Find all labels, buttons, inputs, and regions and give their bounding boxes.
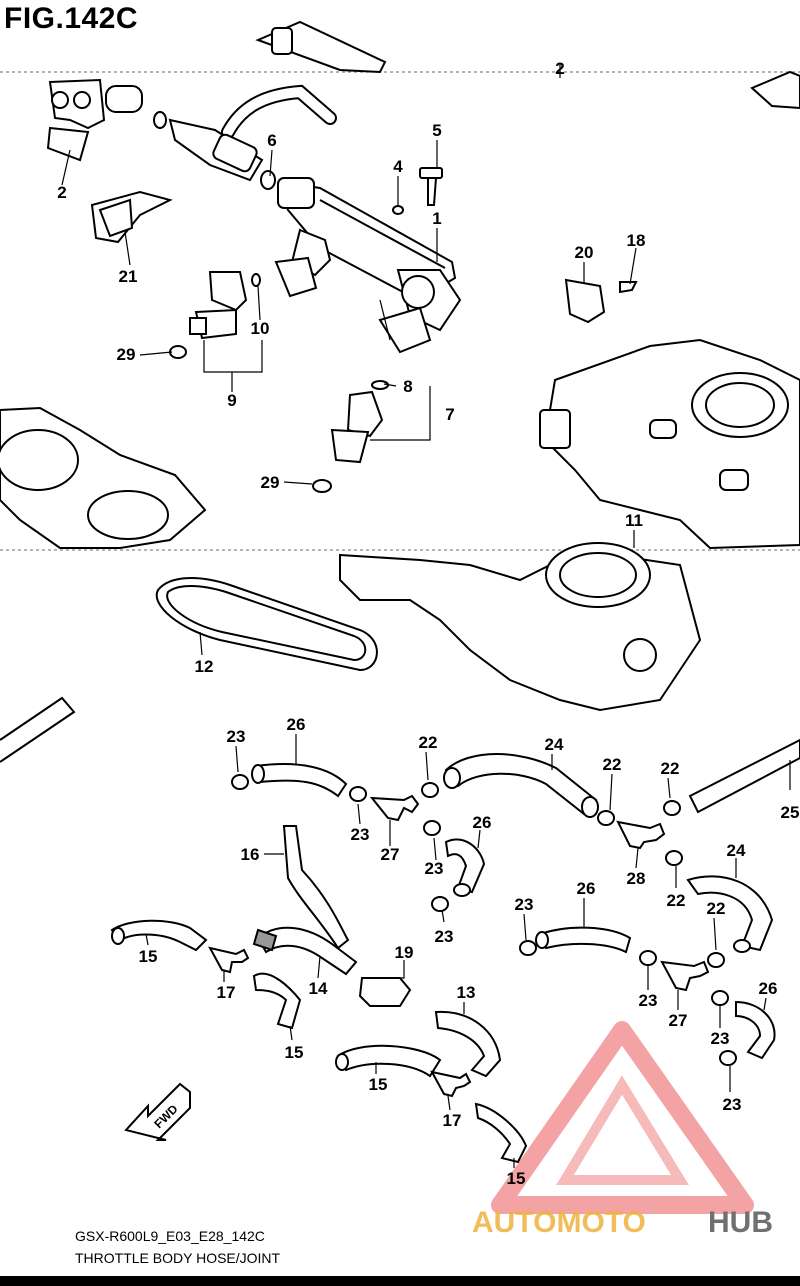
callout-13: 13 <box>457 983 476 1002</box>
callout-15d: 15 <box>507 1169 526 1188</box>
callout-22d: 22 <box>667 891 686 910</box>
callout-9: 9 <box>227 391 236 410</box>
callout-11: 11 <box>625 511 643 530</box>
callout-29a: 29 <box>117 345 136 364</box>
callout-14: 14 <box>309 979 328 998</box>
callout-15c: 15 <box>369 1075 388 1094</box>
callout-25: 25 <box>781 803 800 822</box>
callout-19: 19 <box>395 943 414 962</box>
callout-17a: 17 <box>217 983 236 1002</box>
callout-labels: 2 2 5 4 6 1 21 18 20 10 29 9 8 7 29 11 1… <box>57 59 799 1188</box>
callout-1: 1 <box>432 209 441 228</box>
callout-6: 6 <box>267 131 276 150</box>
fwd-arrow-icon: FWD <box>124 1082 191 1141</box>
callout-28: 28 <box>627 869 646 888</box>
callout-26c: 26 <box>577 879 596 898</box>
callout-23g: 23 <box>711 1029 730 1048</box>
callout-27b: 27 <box>669 1011 688 1030</box>
throttle-body <box>0 338 800 712</box>
callout-18: 18 <box>627 231 646 250</box>
callout-29b: 29 <box>261 473 280 492</box>
callout-23f: 23 <box>639 991 658 1010</box>
callout-12: 12 <box>195 657 214 676</box>
callout-2b: 2 <box>555 59 564 78</box>
callout-23a: 23 <box>227 727 246 746</box>
figure-title: FIG.142C <box>4 2 139 35</box>
callout-2a: 2 <box>57 183 66 202</box>
callout-16: 16 <box>241 845 260 864</box>
hose-12 <box>155 577 378 672</box>
callout-23d: 23 <box>435 927 454 946</box>
callout-22c: 22 <box>661 759 680 778</box>
callout-17b: 17 <box>443 1111 462 1130</box>
callout-22e: 22 <box>707 899 726 918</box>
watermark-brand-a: AUTOMOTO <box>472 1206 646 1239</box>
callout-24a: 24 <box>545 735 564 754</box>
watermark-wordmark: AUTOMOTO HUB <box>472 1206 773 1239</box>
callout-22b: 22 <box>603 755 622 774</box>
bottom-border <box>0 1276 800 1286</box>
callout-20: 20 <box>575 243 594 262</box>
callout-15a: 15 <box>139 947 158 966</box>
callout-23b: 23 <box>351 825 370 844</box>
callout-15b: 15 <box>285 1043 304 1062</box>
fuel-rail-assembly <box>46 20 800 493</box>
callout-24b: 24 <box>727 841 746 860</box>
watermark-logo <box>491 1021 754 1214</box>
hoses-and-joints <box>110 738 800 1164</box>
callout-8: 8 <box>403 377 412 396</box>
callout-26b: 26 <box>473 813 492 832</box>
leader-lines <box>61 64 791 1168</box>
watermark-brand-b: HUB <box>708 1206 773 1239</box>
callout-23h: 23 <box>723 1095 742 1114</box>
callout-5: 5 <box>432 121 441 140</box>
callout-10: 10 <box>251 319 270 338</box>
callout-26d: 26 <box>759 979 778 998</box>
callout-26a: 26 <box>287 715 306 734</box>
callout-22a: 22 <box>419 733 438 752</box>
figure-code: GSX-R600L9_E03_E28_142C <box>75 1228 265 1244</box>
callout-23c: 23 <box>425 859 444 878</box>
figure-caption: THROTTLE BODY HOSE/JOINT <box>75 1250 281 1266</box>
section-dividers <box>0 71 800 551</box>
callout-23e: 23 <box>515 895 534 914</box>
callout-27a: 27 <box>381 845 400 864</box>
callout-4: 4 <box>393 157 403 176</box>
callout-21: 21 <box>119 267 138 286</box>
callout-7: 7 <box>445 405 454 424</box>
hose-left-edge <box>0 696 76 763</box>
